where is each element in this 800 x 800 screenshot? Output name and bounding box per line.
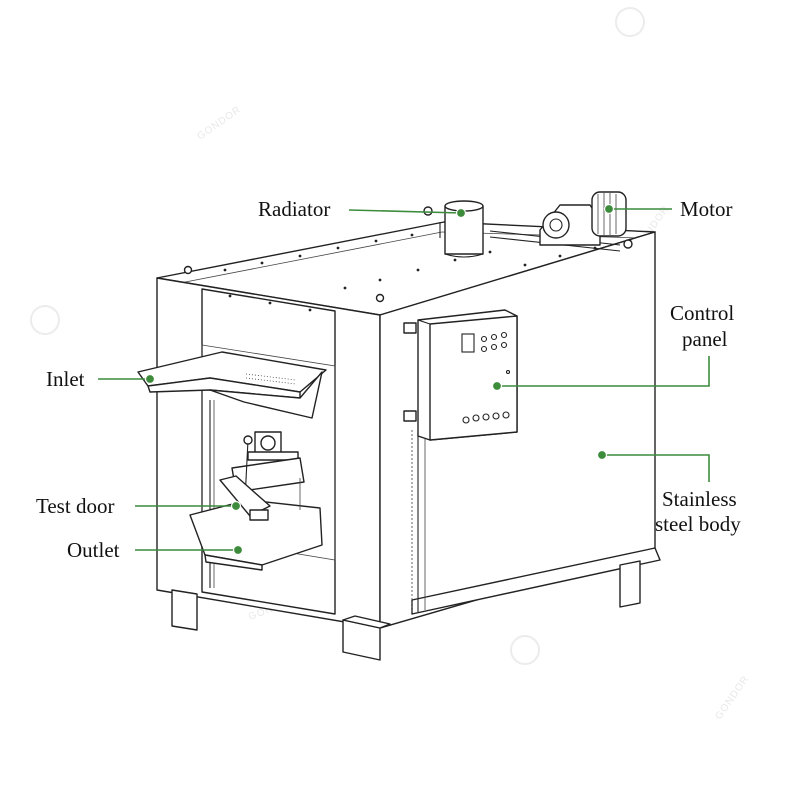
- label-outlet: Outlet: [67, 538, 120, 562]
- motor: [539, 191, 633, 249]
- outlet-chute: [189, 475, 323, 571]
- roaster-machine: [137, 191, 661, 661]
- callout-dot: [596, 449, 608, 461]
- callout-dot: [491, 380, 503, 392]
- callout-dot: [232, 544, 244, 556]
- callout-control-panel: Control panel: [491, 301, 734, 392]
- callout-dot: [144, 373, 156, 385]
- callout-radiator: Radiator: [258, 197, 467, 221]
- label-control-panel-line2: panel: [682, 327, 728, 351]
- callout-dot: [455, 207, 467, 219]
- callout-dot: [603, 203, 615, 215]
- leg: [171, 589, 198, 631]
- radiator: [423, 200, 484, 258]
- label-stainless-line1: Stainless: [662, 487, 737, 511]
- callout-inlet: Inlet: [46, 367, 156, 391]
- label-radiator: Radiator: [258, 197, 330, 221]
- label-inlet: Inlet: [46, 367, 85, 391]
- label-stainless-line2: steel body: [655, 512, 741, 536]
- watermark-logo-icon: [510, 635, 540, 665]
- callout-stainless-steel-body: Stainless steel body: [596, 449, 741, 536]
- watermark-logo-icon: [615, 7, 645, 37]
- label-control-panel-line1: Control: [670, 301, 734, 325]
- leg: [619, 560, 641, 608]
- watermark-text: GONDOR: [195, 104, 243, 142]
- watermark-logo-icon: [30, 305, 60, 335]
- watermark-text: GONDOR: [713, 674, 751, 722]
- label-motor: Motor: [680, 197, 733, 221]
- label-test-door: Test door: [36, 494, 114, 518]
- callout-test-door: Test door: [36, 494, 242, 518]
- callout-dot: [230, 500, 242, 512]
- bearing-assembly: [231, 431, 305, 521]
- callout-outlet: Outlet: [67, 538, 244, 562]
- inlet-hopper: [137, 351, 327, 419]
- control-panel-box: [417, 309, 518, 441]
- callout-motor: Motor: [603, 197, 733, 221]
